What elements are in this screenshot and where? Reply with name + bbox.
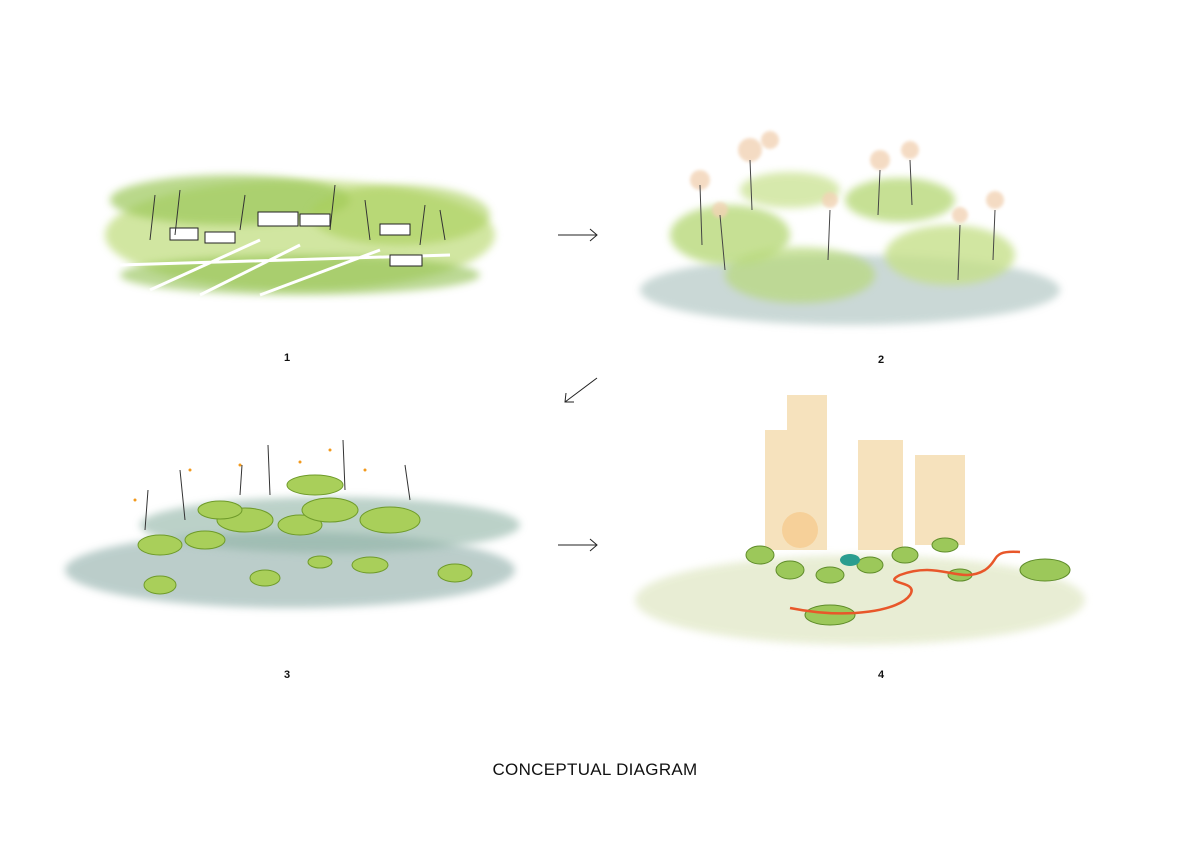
panel-4-label: 4 [877, 669, 885, 681]
arrow-right-icon [558, 538, 598, 552]
arrow-down-left-icon [564, 377, 598, 403]
arrow-right-icon [558, 228, 598, 242]
sketch-panel-1-village [105, 175, 495, 297]
panel-2-label: 2 [877, 354, 885, 366]
sketch-panel-3-pods [65, 439, 520, 608]
panel-3-label: 3 [283, 669, 291, 681]
sketch-panel-2-islands [640, 131, 1060, 325]
sketch-panel-4-park [635, 395, 1085, 645]
panel-1-label: 1 [283, 352, 291, 364]
diagram-title: CONCEPTUAL DIAGRAM [492, 760, 698, 779]
